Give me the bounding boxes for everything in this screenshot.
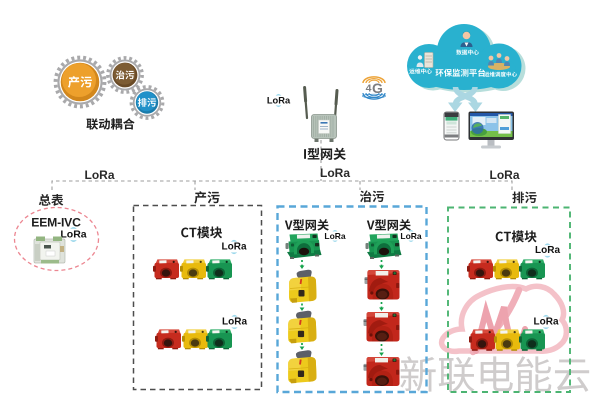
svg-text:EEM-IVC: EEM-IVC bbox=[31, 215, 81, 229]
svg-text:LoRa: LoRa bbox=[85, 168, 115, 182]
svg-text:LoRa: LoRa bbox=[490, 168, 520, 182]
svg-text:LoRa: LoRa bbox=[324, 231, 346, 241]
svg-text:LoRa: LoRa bbox=[534, 317, 559, 328]
svg-text:LoRa: LoRa bbox=[267, 96, 291, 106]
svg-text:4: 4 bbox=[366, 83, 372, 95]
svg-text:LoRa: LoRa bbox=[222, 317, 247, 328]
svg-text:LoRa: LoRa bbox=[222, 242, 247, 253]
svg-text:LoRa: LoRa bbox=[60, 229, 86, 241]
svg-text:LoRa: LoRa bbox=[320, 166, 350, 180]
svg-text:LoRa: LoRa bbox=[535, 245, 560, 256]
svg-text:G: G bbox=[372, 80, 383, 96]
svg-text:LoRa: LoRa bbox=[400, 231, 422, 241]
